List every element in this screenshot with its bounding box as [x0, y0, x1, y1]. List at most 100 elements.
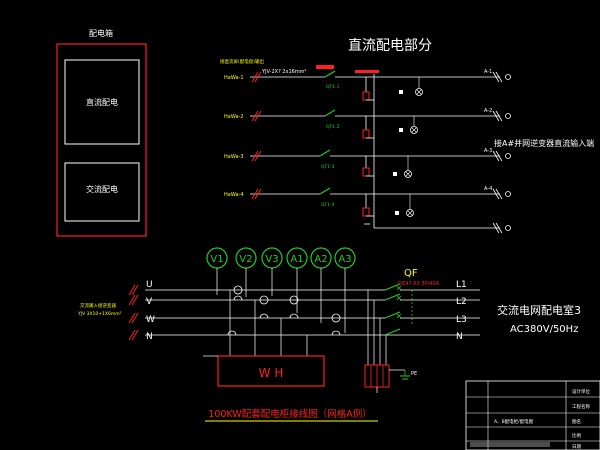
title-block-label-3: 图名 [572, 418, 581, 425]
ac-slash-w [128, 312, 139, 324]
ac-breaker-label: QF [404, 268, 418, 279]
lamp-icon-4 [395, 194, 414, 217]
surge-arrester-3 [362, 156, 374, 177]
lamp-icon-3 [393, 156, 412, 178]
dc-slash-2 [251, 110, 262, 122]
surge-arrester-1 [362, 77, 374, 101]
meter-v1: V1 [206, 247, 228, 269]
title-block-label-4: 比例 [572, 432, 581, 439]
dc-slash-4 [251, 188, 262, 200]
meter-a3: A3 [334, 247, 356, 269]
dc-feeder-row-2 [250, 109, 500, 117]
drawing-caption: 100KW配套配电柜接线图（网格A例） [208, 408, 371, 420]
dc-terminal-2 [492, 110, 511, 122]
dc-terminal-3 [492, 150, 511, 162]
dc-cable-label: YJV-2X? 2x16mm² [261, 69, 307, 75]
ac-output-l3: L3 [456, 315, 467, 325]
ac-destination: 交流电网配电室3 [497, 303, 581, 317]
meter-a3-label: A3 [338, 254, 351, 265]
meter-v3: V3 [261, 247, 283, 269]
ac-slash-n [128, 329, 139, 341]
lamp-icon-1 [399, 77, 423, 96]
meter-leads [216, 268, 346, 333]
title-block-bar [470, 442, 550, 447]
dc-breaker-label-2: QF1-2 [326, 124, 340, 130]
energy-meter [217, 355, 325, 387]
meter-a2: A2 [310, 247, 332, 269]
dc-terminal-4 [492, 188, 511, 200]
dc-busbar-2 [355, 70, 379, 73]
phase-label-n: N [146, 332, 153, 342]
surge-arrester-2 [362, 116, 374, 139]
dc-panel [64, 59, 140, 145]
dc-breaker-label-3: QF1-3 [321, 164, 335, 170]
dc-breaker-label-4: QF1-4 [321, 202, 335, 208]
ground-icon [400, 370, 410, 380]
dc-output-label-2: A-2 [484, 108, 492, 114]
dc-breaker-label-1: QF1-1 [326, 84, 340, 90]
dc-output-label-3: A-3 [484, 148, 492, 154]
phase-label-u: U [146, 280, 153, 290]
dc-feeder-row-3 [250, 149, 500, 157]
dc-feeder-label-2: HaWa-2 [224, 114, 244, 120]
ac-panel [64, 162, 140, 222]
cabinet-outline [56, 43, 147, 237]
dc-output-label-4: A-4 [484, 186, 492, 192]
meter-a2-label: A2 [314, 254, 327, 265]
dc-feeder-label-3: HaWa-3 [224, 154, 244, 160]
dc-feeder-row-1 [250, 70, 500, 78]
title-block-label-5: 日期 [572, 444, 581, 450]
ac-section: V1 V2 V3 A1 A2 A3 U V W [77, 247, 581, 422]
ac-main-breaker [384, 283, 480, 336]
cabinet-title: 配电箱 [89, 28, 113, 38]
cabinet: 配电箱 直流配电 交流配电 [56, 28, 147, 237]
dc-feeder-label-4: HaWa-4 [224, 192, 244, 198]
title-block: 设计单位 工程名称 图名 比例 日期 A、B配电柜/配电图 [465, 380, 600, 450]
title-block-name: A、B配电柜/配电图 [494, 418, 534, 425]
meter-v1-label: V1 [210, 254, 223, 265]
wh-leads [229, 290, 308, 356]
dc-terminal-5 [374, 222, 511, 234]
pe-label: PE [411, 371, 417, 377]
phase-label-w: W [146, 315, 155, 325]
ac-slash-u [128, 284, 139, 296]
dc-output-label-1: A-1 [484, 69, 492, 75]
meter-v2: V2 [235, 247, 257, 269]
ac-voltage: AC380V/50Hz [510, 324, 578, 335]
dc-breaker-2 [324, 109, 336, 117]
current-transformers [227, 285, 341, 336]
meter-a1-label: A1 [290, 254, 303, 265]
dc-breaker-3 [319, 149, 331, 157]
dc-busbar-1 [316, 65, 334, 69]
lamp-icon-2 [399, 116, 418, 134]
dc-section: 直流配电部分 接直流屏(配电盘)输出 YJV-2X? 2x16mm² [220, 37, 594, 234]
dc-breaker-1 [324, 70, 336, 78]
ac-surge-arrester [364, 290, 405, 393]
ac-output-n: N [456, 332, 463, 342]
title-block-label-2: 工程名称 [572, 403, 590, 410]
ac-breaker-rating: DZ47-63 3P/40A [398, 281, 440, 287]
dc-feeder-row-4 [250, 187, 500, 195]
ac-slash-v [128, 294, 139, 306]
dc-slash-1 [251, 71, 262, 83]
ac-left-note-2: YJV 3X10+1X6mm² [77, 311, 122, 317]
ac-output-l1: L1 [456, 280, 467, 290]
meter-a1: A1 [286, 247, 308, 269]
meter-v2-label: V2 [239, 254, 252, 265]
ac-output-l2: L2 [456, 297, 467, 307]
dc-top-note: 接直流屏(配电盘)输出 [220, 58, 265, 65]
title-block-label-1: 设计单位 [572, 388, 590, 395]
energy-meter-label: W H [259, 366, 284, 380]
dc-section-title: 直流配电部分 [348, 37, 432, 54]
dc-right-note: 接A#并网逆变器直流输入端 [494, 138, 594, 148]
dc-slash-3 [251, 150, 262, 162]
meter-v3-label: V3 [265, 254, 278, 265]
ac-panel-label: 交流配电 [86, 184, 118, 194]
dc-feeder-label-1: HaWa-1 [224, 75, 244, 81]
dc-panel-label: 直流配电 [86, 97, 118, 107]
dc-breaker-4 [319, 187, 331, 195]
dc-terminal-1 [492, 71, 511, 83]
surge-arrester-4 [362, 194, 374, 225]
